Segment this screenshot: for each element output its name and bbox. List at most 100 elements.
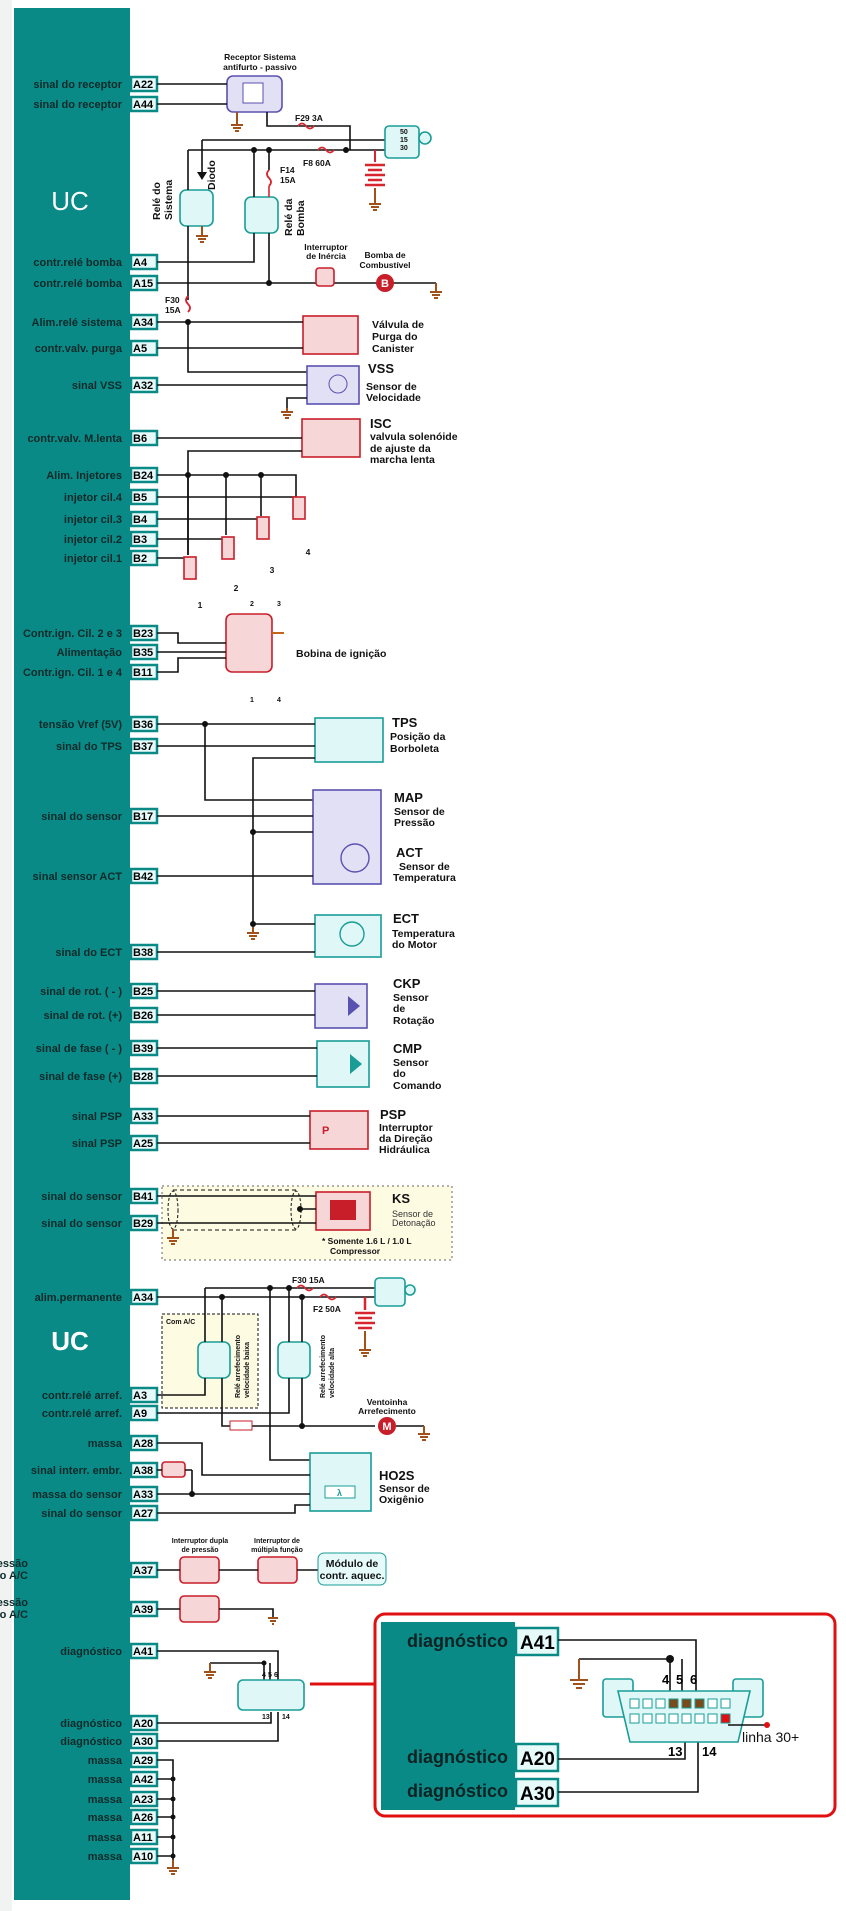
- pin-label: sinal sensor ACT: [33, 871, 123, 883]
- pin-label: sinal do ECT: [55, 947, 122, 959]
- dual-pressure-switch-2-icon: [179, 1595, 220, 1623]
- svg-text:4: 4: [262, 1672, 266, 1679]
- fan-motor-icon: [378, 1417, 396, 1435]
- pin-row-b26: sinal de rot. (+)B26: [43, 1006, 159, 1024]
- pin-row-b28: sinal de fase (+)B28: [39, 1067, 159, 1085]
- uc-module: [14, 8, 130, 1900]
- pin-label: massa do sensor: [32, 1489, 123, 1501]
- svg-text:Sensor de: Sensor de: [366, 381, 417, 393]
- obd-pin-cell: [681, 1713, 692, 1724]
- pin-number: B3: [133, 534, 147, 546]
- fuse-f14-label: F14: [280, 165, 295, 175]
- pin-number: A30: [133, 1736, 153, 1748]
- svg-text:Sensor: Sensor: [393, 992, 429, 1004]
- pin-number: B36: [133, 719, 153, 731]
- pin-number: A15: [133, 278, 153, 290]
- modulo-label: Módulo de: [326, 1558, 379, 1570]
- pin-row-b36: tensão Vref (5V)B36: [39, 715, 159, 733]
- pin-label: alim.permanente: [35, 1292, 122, 1304]
- svg-text:2: 2: [250, 601, 254, 608]
- pin-number: A23: [133, 1794, 153, 1806]
- diag-label-a20: diagnóstico: [407, 1747, 508, 1767]
- obd-pin-cell: [707, 1713, 718, 1724]
- pin-label-line2: duplo do A/C: [0, 1570, 28, 1582]
- pin-label: massa: [88, 1851, 123, 1863]
- ho2s-title: HO2S: [379, 1468, 415, 1483]
- linha-30-label: linha 30+: [742, 1729, 799, 1745]
- pin-number: B38: [133, 947, 153, 959]
- pin-number: B39: [133, 1043, 153, 1055]
- svg-text:Sensor de: Sensor de: [399, 861, 450, 873]
- pin-label: sinal PSP: [72, 1111, 122, 1123]
- pin-number: A29: [133, 1755, 153, 1767]
- svg-text:Pressão: Pressão: [394, 817, 435, 829]
- rele-bomba-icon: [244, 196, 279, 234]
- pin-row-b25: sinal de rot. ( - )B25: [40, 982, 159, 1000]
- ect-sensor-icon: [314, 914, 382, 958]
- svg-text:Purga do: Purga do: [372, 331, 418, 343]
- pin-label-line2: duplo do A/C: [0, 1609, 28, 1621]
- fuse-f30b-label: F30 15A: [292, 1275, 325, 1285]
- pin-label: diagnóstico: [60, 1718, 122, 1730]
- modulo-aquec-box: [317, 1552, 387, 1586]
- svg-text:velocidade baixa: velocidade baixa: [244, 1342, 251, 1398]
- pin-label: sinal do sensor: [41, 1508, 122, 1520]
- svg-text:1: 1: [250, 697, 254, 704]
- svg-text:1: 1: [198, 600, 203, 610]
- pin-label: sinal do receptor: [33, 79, 122, 91]
- obd-pin-cell: [681, 1698, 692, 1709]
- pin-label: massa: [88, 1832, 123, 1844]
- pin-row-a20: diagnóstico A20: [60, 1714, 159, 1732]
- bobina-label: Bobina de ignição: [296, 648, 386, 660]
- ignition-coil-icon: [225, 613, 273, 673]
- svg-text:Detonação: Detonação: [392, 1218, 436, 1228]
- svg-text:M: M: [382, 1421, 391, 1433]
- pin-label: sinal do sensor: [41, 811, 122, 823]
- canister-label: Válvula de: [372, 319, 424, 331]
- svg-text:Bomba: Bomba: [295, 200, 307, 236]
- svg-text:Compressor: Compressor: [330, 1246, 381, 1256]
- svg-text:4: 4: [277, 697, 281, 704]
- svg-text:30: 30: [400, 145, 408, 152]
- resistor-icon: [229, 1420, 253, 1431]
- pin-number: A26: [133, 1812, 153, 1824]
- uc-label-top: UC: [51, 186, 89, 216]
- pin-number: A39: [133, 1604, 153, 1616]
- bomba-label: Bomba de: [364, 250, 405, 260]
- pin-label: contr.relé arref.: [42, 1408, 122, 1420]
- svg-text:de Inércia: de Inércia: [306, 251, 346, 261]
- diag-label-a41: diagnóstico: [407, 1631, 508, 1651]
- pin-number: A37: [133, 1565, 153, 1577]
- pin-label: sinal do receptor: [33, 99, 122, 111]
- pin-label: sinal interr. embr.: [31, 1465, 122, 1477]
- svg-text:6: 6: [274, 1672, 278, 1679]
- pin-label: injetor cil.3: [64, 514, 122, 526]
- diag-pin-a41: A41: [520, 1633, 555, 1654]
- receptor-antifurto: Receptor Sistema antifurto - passivo: [223, 52, 297, 113]
- svg-text:Relé arrefecimento: Relé arrefecimento: [235, 1335, 242, 1398]
- vss-title: VSS: [368, 361, 394, 376]
- pin-label: contr.relé arref.: [42, 1390, 122, 1402]
- receptor-title: Receptor Sistema: [224, 52, 296, 62]
- pin-row-a38: sinal interr. embr.A38: [31, 1461, 159, 1479]
- rele-sistema-label: Relé do: [151, 182, 163, 220]
- rele-arref-alta-icon: [277, 1341, 311, 1379]
- pin-number: B24: [133, 470, 154, 482]
- pin-number: B17: [133, 811, 153, 823]
- svg-text:15A: 15A: [280, 175, 296, 185]
- pin-label: contr.valv. M.lenta: [27, 433, 122, 445]
- svg-text:Sensor: Sensor: [393, 1057, 429, 1069]
- rele-sistema-icon: [179, 189, 214, 227]
- vss-sensor-icon: [306, 365, 360, 405]
- pin-number: A20: [133, 1718, 153, 1730]
